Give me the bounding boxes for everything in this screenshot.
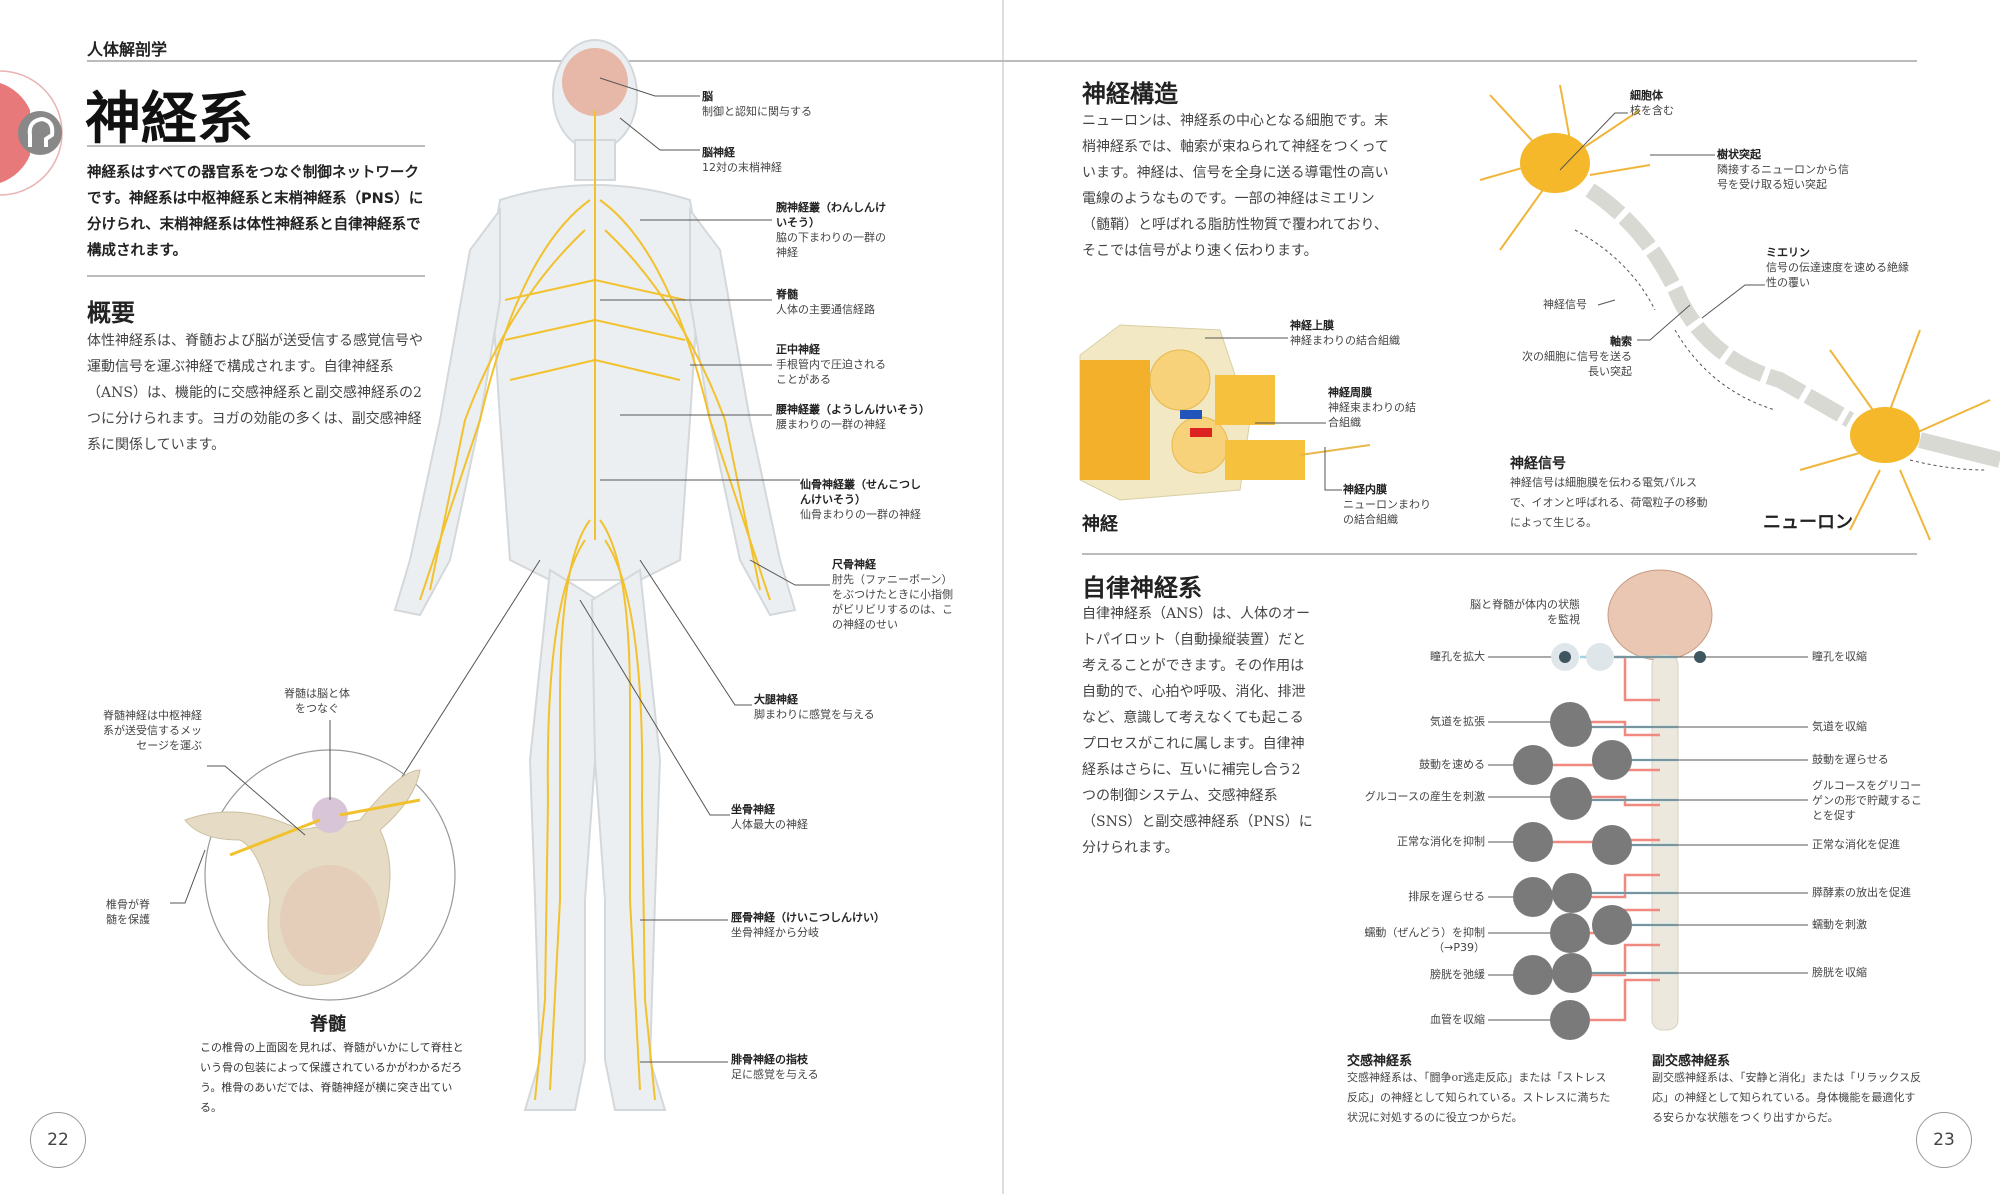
organ-icon xyxy=(1592,825,1632,865)
body-label-sacral-plexus: 仙骨神経叢（せんこつしんけいそう）仙骨まわりの一群の神経 xyxy=(800,478,921,521)
title-rule xyxy=(87,145,425,147)
nerve-label-epineurium: 神経上膜神経まわりの結合組織 xyxy=(1290,319,1400,347)
body-label-brachial-plexus: 腕神経叢（わんしんけいそう）脇の下まわりの一群の神経 xyxy=(776,201,886,259)
sympathetic-effect-label: 膀胱を弛緩 xyxy=(1430,968,1485,981)
overview-heading: 概要 xyxy=(87,299,135,327)
ans-spine-mark xyxy=(1651,654,1679,1031)
nerve-label-endoneurium: 神経内膜ニューロンまわりの結合組織 xyxy=(1343,483,1431,526)
body-label-peroneal-digital: 腓骨神経の指枝足に感覚を与える xyxy=(731,1053,819,1081)
spine-label-nerves: 脊髄神経は中枢神経系が送受信するメッセージを運ぶ xyxy=(103,709,202,752)
header-rule xyxy=(87,60,1917,62)
organ-icon xyxy=(1552,873,1592,913)
parasympathetic-effect-label: 瞳孔を収縮 xyxy=(1812,650,1867,663)
organ-icon xyxy=(1513,822,1553,862)
brain-mark xyxy=(562,48,628,116)
body-label-spinal-cord: 脊髄人体の主要通信経路 xyxy=(776,288,875,316)
overview-text: 体性神経系は、脊髄および脳が送受信する感覚信号や運動信号を運ぶ神経で構成されます… xyxy=(87,333,423,453)
section-rule xyxy=(1082,553,1917,555)
body-label-ulnar-nerve: 尺骨神経肘先（ファニーボーン）をぶつけたときに小指側がビリビリするのは、この神経… xyxy=(832,558,953,631)
spine-label-cord: 脊髄は脳と体をつなぐ xyxy=(284,687,350,715)
sns-heading: 交感神経系 xyxy=(1347,1054,1413,1069)
organ-icon xyxy=(1513,745,1553,785)
parasympathetic-effect-label: 正常な消化を促進 xyxy=(1812,838,1900,851)
parasympathetic-effect-label: 膵酵素の放出を促進 xyxy=(1812,886,1911,899)
organ-icon xyxy=(1550,913,1590,953)
organ-icon xyxy=(1552,707,1592,747)
ans-heading: 自律神経系 xyxy=(1082,574,1202,602)
nervous-system-body-illustration xyxy=(393,39,830,1111)
body-label-lumbar-plexus: 腰神経叢（ようしんけいそう）腰まわりの一群の神経 xyxy=(776,403,930,431)
neuron-label-signal: 神経信号 xyxy=(1543,298,1587,311)
chapter-tab-head-icon xyxy=(0,70,63,196)
page-gutter xyxy=(1002,0,1004,1194)
structure-text: ニューロンは、神経系の中心となる細胞です。末梢神経系では、軸索が束ねられて神経を… xyxy=(1082,113,1389,259)
sympathetic-effect-label: 正常な消化を抑制 xyxy=(1397,835,1485,848)
sympathetic-effect-label: 血管を収縮 xyxy=(1430,1013,1485,1026)
page-title: 神経系 xyxy=(85,87,253,152)
sympathetic-effect-label: 排尿を遅らせる xyxy=(1408,890,1485,903)
neuron-label-myelin: ミエリン信号の伝達速度を速める絶縁性の覆い xyxy=(1766,246,1909,289)
pns-heading: 副交感神経系 xyxy=(1652,1054,1731,1069)
organ-icon xyxy=(1592,740,1632,780)
parasympathetic-effect-label: 気道を収縮 xyxy=(1812,720,1867,733)
vertebra-cross-section-illustration xyxy=(170,720,456,1001)
parasympathetic-effect-label: グルコースをグリコーゲンの形で貯蔵することを促す xyxy=(1812,779,1922,822)
body-label-femoral-nerve: 大腿神経脚まわりに感覚を与える xyxy=(754,693,875,721)
sympathetic-effect-label: 瞳孔を拡大 xyxy=(1430,650,1485,663)
sympathetic-effect-label: 鼓動を速める xyxy=(1419,758,1485,771)
parasympathetic-effect-label: 蠕動を刺激 xyxy=(1812,918,1867,931)
spine-heading: 脊髄 xyxy=(310,1014,346,1035)
organ-icon xyxy=(1586,643,1614,671)
intro-text: 神経系はすべての器官系をつなぐ制御ネットワークです。神経系は中枢神経系と末梢神経… xyxy=(87,165,424,259)
organ-icon xyxy=(1513,955,1553,995)
spine-text: この椎骨の上面図を見れば、脊髄がいかにして脊柱という骨の包装によって保護されてい… xyxy=(200,1041,464,1114)
nerve-caption: 神経 xyxy=(1082,514,1118,535)
sympathetic-effect-label: 気道を拡張 xyxy=(1430,715,1485,728)
parasympathetic-effect-label: 鼓動を遅らせる xyxy=(1812,753,1889,766)
organ-icon xyxy=(1513,877,1553,917)
body-label-brain: 脳制御と認知に関与する xyxy=(702,90,812,118)
signal-heading: 神経信号 xyxy=(1510,456,1566,472)
organ-icon xyxy=(1552,953,1592,993)
sympathetic-pathway xyxy=(1590,720,1660,737)
spine-label-vertebra: 椎骨が脊髄を保護 xyxy=(106,898,150,926)
ans-brain-label: 脳と脊髄が体内の状態を監視 xyxy=(1470,598,1580,626)
intro-rule xyxy=(87,275,425,277)
structure-heading: 神経構造 xyxy=(1082,80,1178,108)
sns-text: 交感神経系は、「闘争or逃走反応」または「ストレス反応」の神経として知られている… xyxy=(1347,1071,1611,1124)
parasympathetic-effect-label: 膀胱を収縮 xyxy=(1812,966,1867,979)
signal-text: 神経信号は細胞膜を伝わる電気パルスで、イオンと呼ばれる、荷電粒子の移動によって生… xyxy=(1510,476,1708,529)
neuron-caption: ニューロン xyxy=(1763,512,1853,533)
organ-icon xyxy=(1592,905,1632,945)
sympathetic-effect-label: 蠕動（ぜんどう）を抑制（→P39） xyxy=(1364,926,1485,954)
ans-text: 自律神経系（ANS）は、人体のオートパイロット（自動操縦装置）だと考えることがで… xyxy=(1082,606,1313,856)
section-header: 人体解剖学 xyxy=(87,40,168,59)
body-label-sciatic-nerve: 坐骨神経人体最大の神経 xyxy=(731,803,808,831)
organ-icon xyxy=(1550,1000,1590,1040)
body-label-median-nerve: 正中神経手根管内で圧迫されることがある xyxy=(776,343,886,386)
body-label-tibial-nerve: 脛骨神経（けいこつしんけい）坐骨神経から分岐 xyxy=(731,911,885,939)
pns-text: 副交感神経系は、「安静と消化」または「リラックス反応」の神経として知られている。… xyxy=(1652,1071,1922,1124)
sympathetic-pathway xyxy=(1590,978,1660,1022)
ans-brain-mark xyxy=(1607,569,1713,661)
neuron-label-cell-body: 細胞体核を含む xyxy=(1630,89,1674,117)
sympathetic-effect-label: グルコースの産生を刺激 xyxy=(1364,790,1485,803)
page-number-right: 23 xyxy=(1916,1112,1972,1168)
neuron-label-axon: 軸索次の細胞に信号を送る長い突起 xyxy=(1522,335,1632,378)
organ-icon xyxy=(1552,780,1592,820)
page-number-left: 22 xyxy=(30,1112,86,1168)
neuron-label-dendrite: 樹状突起隣接するニューロンから信号を受け取る短い突起 xyxy=(1717,148,1849,191)
nerve-label-perineurium: 神経周膜神経束まわりの結合組織 xyxy=(1328,386,1416,429)
